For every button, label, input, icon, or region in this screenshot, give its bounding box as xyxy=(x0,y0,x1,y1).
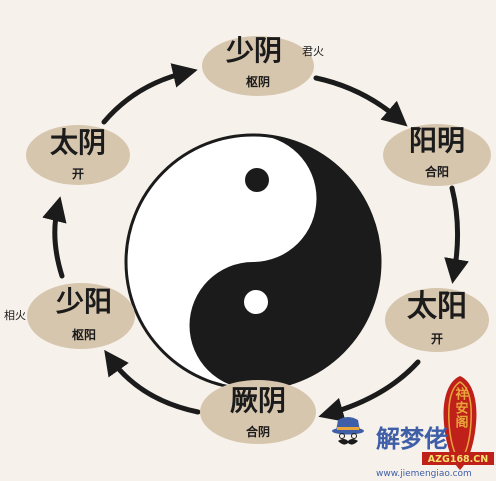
watermark-brand-text: 解梦佬 xyxy=(376,425,448,453)
arrow-taiyin-to-shaoyin xyxy=(101,63,198,125)
watermark-stamp: 祥安阁 xyxy=(443,376,477,470)
arrow-yangming-to-taiyang xyxy=(444,185,469,284)
node-title: 少阳 xyxy=(56,285,112,318)
node-title: 厥阴 xyxy=(230,384,286,417)
node-note: 相火 xyxy=(4,309,26,322)
node-title: 少阴 xyxy=(226,34,282,67)
node-jueyin: 厥阴 合阴 xyxy=(200,380,316,444)
arrow-taiyang-to-jueyin xyxy=(318,359,421,422)
node-title: 太阳 xyxy=(407,289,467,324)
arrow-shaoyang-to-taiyin xyxy=(42,196,67,279)
node-note: 君火 xyxy=(302,45,324,58)
node-subtitle: 枢阳 xyxy=(72,327,96,342)
watermark-domain-badge xyxy=(422,452,494,465)
node-yangming: 阳明 合阳 xyxy=(383,124,491,186)
watermark-stamp-text: 祥安阁 xyxy=(453,386,469,429)
node-taiyin: 太阴 开 xyxy=(26,125,130,185)
yin-dot xyxy=(245,168,269,192)
cycle-arrows xyxy=(42,63,469,422)
node-title: 太阴 xyxy=(50,126,106,159)
watermark-url-text: www.jiemengiao.com xyxy=(376,469,472,479)
node-subtitle: 开 xyxy=(72,167,84,181)
yin-yang-icon xyxy=(124,133,382,391)
yang-dot xyxy=(244,290,268,314)
node-taiyang: 太阳 开 xyxy=(385,288,489,352)
arrow-jueyin-to-shaoyang xyxy=(104,349,201,415)
node-title: 阳明 xyxy=(409,124,465,157)
node-subtitle: 开 xyxy=(431,332,443,346)
node-shaoyang: 少阳 相火 枢阳 xyxy=(4,283,135,349)
node-subtitle: 合阴 xyxy=(246,424,270,439)
detective-hat-mustache-icon xyxy=(332,417,364,445)
node-subtitle: 合阳 xyxy=(425,164,449,179)
node-subtitle: 枢阴 xyxy=(246,74,270,89)
node-shaoyin-top: 少阴 君火 枢阴 xyxy=(202,34,324,96)
arrow-shaoyin-to-yangming xyxy=(313,75,408,127)
watermark: 祥安阁 解梦佬 AZG168.CN www.jiemengiao.com xyxy=(332,376,494,479)
watermark-domain-text: AZG168.CN xyxy=(428,454,488,465)
